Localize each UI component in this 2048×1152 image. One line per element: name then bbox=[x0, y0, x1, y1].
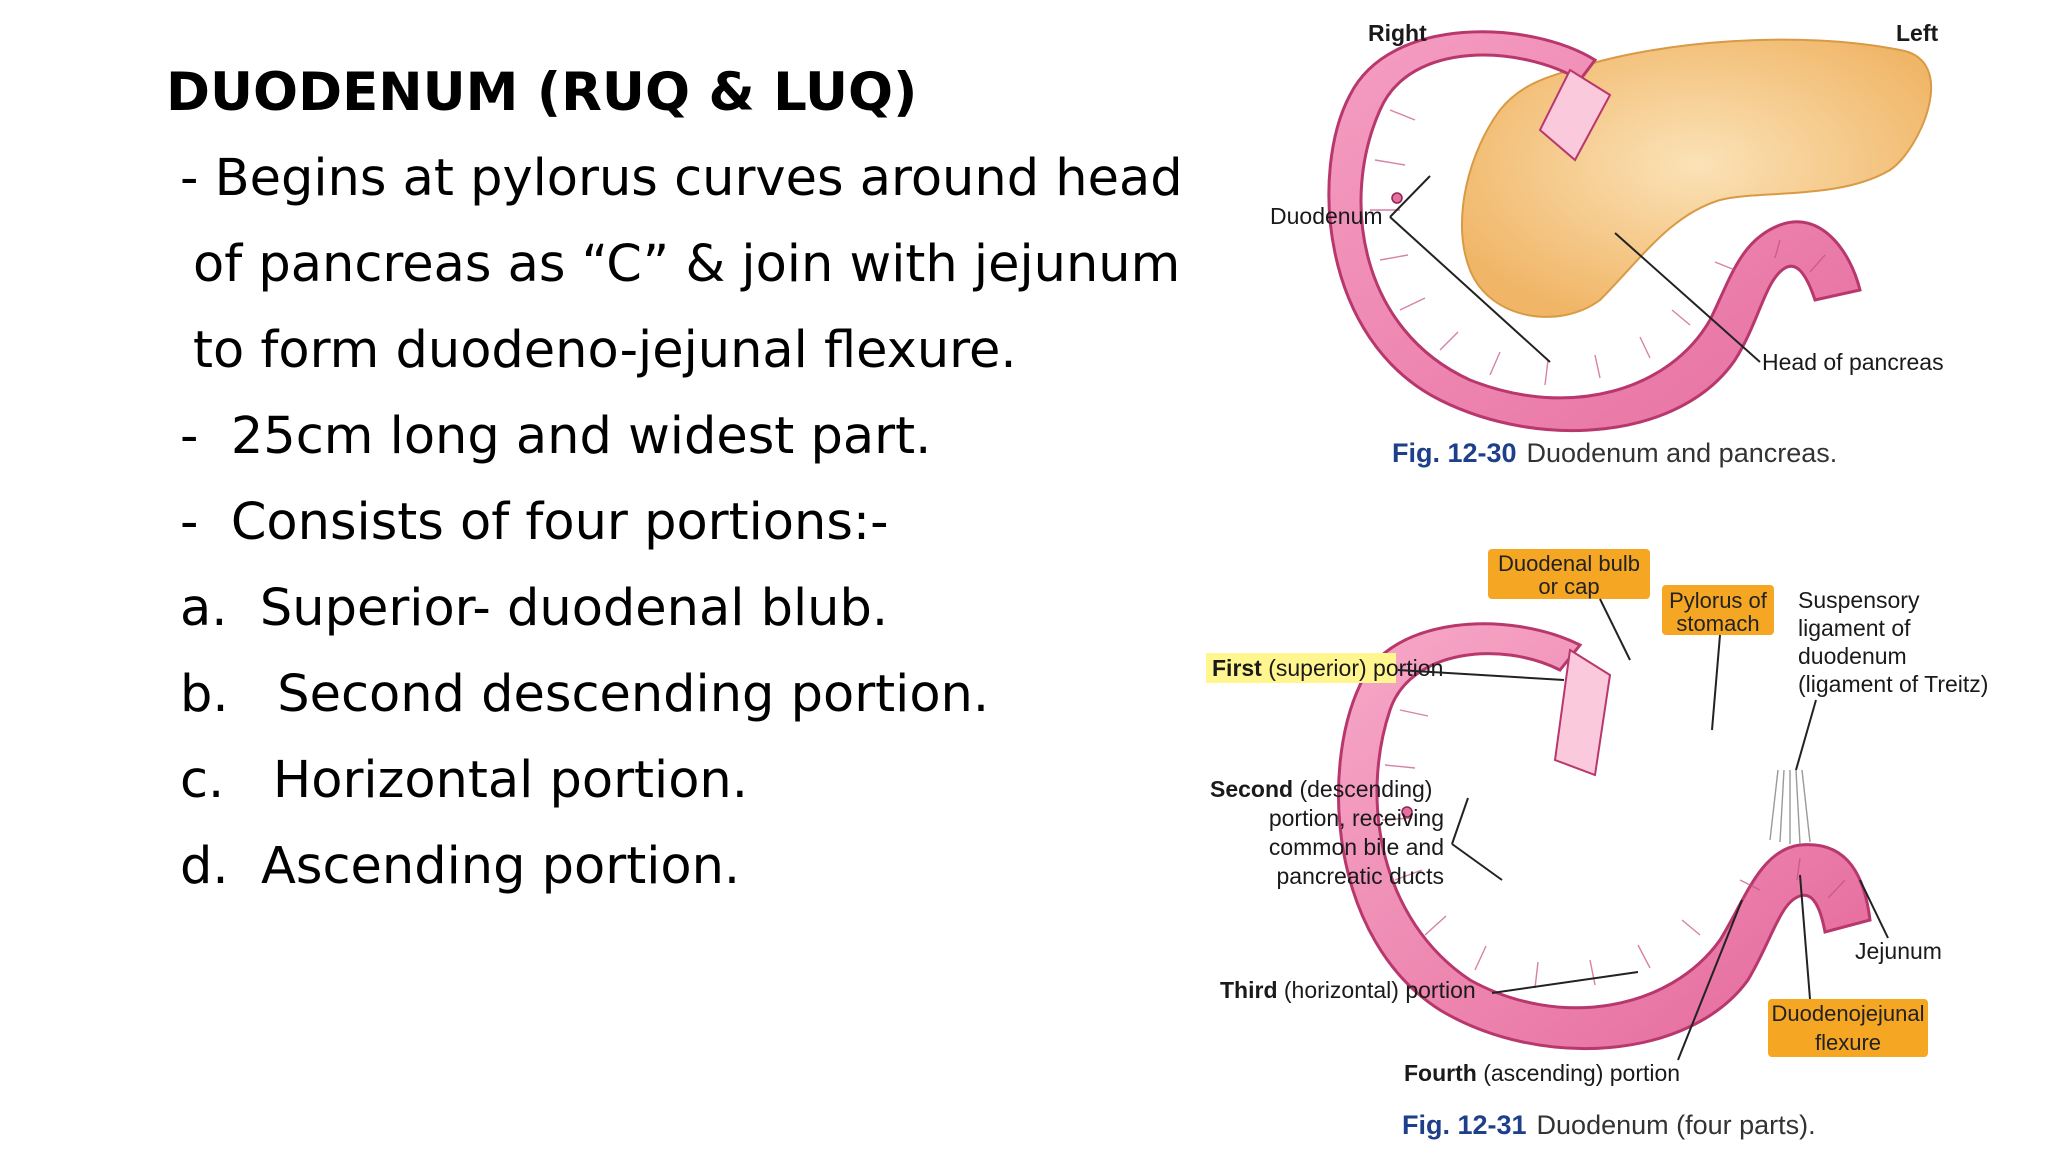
highlight-duodenal-bulb bbox=[1488, 549, 1650, 599]
label-pylorus-line1: Pylorus of bbox=[1669, 588, 1768, 613]
major-papilla bbox=[1391, 192, 1403, 204]
leader-head-pancreas bbox=[1614, 232, 1761, 363]
suspensory-ligament-fibers bbox=[1769, 769, 1811, 845]
leader-suspensory bbox=[1795, 699, 1817, 771]
bullet-line: - Begins at pylorus curves around head bbox=[180, 149, 1183, 208]
highlight-first-portion bbox=[1206, 653, 1396, 683]
highlight-dj-flexure bbox=[1768, 999, 1928, 1057]
figure-2-caption: Fig. 12-31 Duodenum (four parts). bbox=[1402, 1110, 1816, 1141]
bullet-line: - Consists of four portions:- bbox=[180, 493, 889, 552]
figure-duodenum-pancreas: Right Left Duodenum Head of pancreas Fig… bbox=[1240, 0, 2048, 480]
bullet-line: to form duodeno-jejunal flexure. bbox=[193, 321, 1017, 380]
label-second-portion-line1: Second (descending) bbox=[1210, 776, 1432, 802]
bullet-line: d. Ascending portion. bbox=[180, 837, 741, 896]
pancreas-shape bbox=[1460, 38, 1933, 318]
highlight-pylorus bbox=[1662, 585, 1774, 635]
label-suspensory-line4: (ligament of Treitz) bbox=[1798, 671, 1988, 697]
duodenum-pancreas-illustration: Right Left Duodenum Head of pancreas bbox=[1270, 20, 1944, 433]
leader-duodenum bbox=[1389, 175, 1551, 363]
leader-duodenal-bulb bbox=[1599, 598, 1631, 661]
slide-title: DUODENUM (RUQ & LUQ) bbox=[166, 62, 918, 123]
leader-first-portion bbox=[1397, 669, 1565, 681]
leader-jejunum bbox=[1859, 879, 1889, 939]
label-left: Left bbox=[1896, 20, 1939, 46]
label-second-portion-line2: portion, receiving bbox=[1269, 805, 1444, 831]
bullet-line: b. Second descending portion. bbox=[180, 665, 990, 724]
label-suspensory-line3: duodenum bbox=[1798, 643, 1907, 669]
figure-1-caption-text: Duodenum and pancreas. bbox=[1526, 438, 1838, 468]
label-jejunum: Jejunum bbox=[1855, 938, 1942, 964]
label-fourth-portion: Fourth (ascending) portion bbox=[1404, 1060, 1680, 1086]
duodenum-four-parts-illustration: Duodenal bulb or cap Pylorus of stomach … bbox=[1206, 549, 1988, 1086]
label-head-of-pancreas: Head of pancreas bbox=[1762, 349, 1944, 375]
pylorus-stomach-opening bbox=[1553, 648, 1612, 777]
figure-1-number: Fig. 12-30 bbox=[1392, 438, 1517, 468]
mucosal-folds bbox=[1370, 109, 1826, 386]
leader-pylorus bbox=[1711, 634, 1721, 731]
label-dj-flexure-line1: Duodenojejunal bbox=[1772, 1001, 1925, 1026]
major-papilla-2 bbox=[1401, 806, 1413, 818]
label-duodenum: Duodenum bbox=[1270, 203, 1383, 229]
bullet-line: a. Superior- duodenal blub. bbox=[180, 579, 889, 638]
pylorus-opening bbox=[1538, 68, 1612, 162]
figure-duodenum-four-parts: Duodenal bulb or cap Pylorus of stomach … bbox=[1200, 540, 2048, 1152]
label-third-portion: Third (horizontal) portion bbox=[1220, 977, 1476, 1003]
leader-fourth-portion bbox=[1677, 899, 1743, 1061]
figure-1-caption: Fig. 12-30 Duodenum and pancreas. bbox=[1392, 438, 1837, 469]
bullet-line: of pancreas as “C” & join with jejunum bbox=[193, 235, 1181, 294]
bullet-line: - 25cm long and widest part. bbox=[180, 407, 932, 466]
bullet-line: c. Horizontal portion. bbox=[180, 751, 748, 810]
label-second-portion-line4: pancreatic ducts bbox=[1277, 863, 1444, 889]
label-dj-flexure-line2: flexure bbox=[1815, 1030, 1881, 1055]
figure-2-number: Fig. 12-31 bbox=[1402, 1110, 1527, 1140]
leader-second-portion bbox=[1451, 797, 1503, 881]
duodenum-loop-detailed bbox=[1337, 622, 1872, 1050]
leader-dj-flexure bbox=[1799, 874, 1811, 1000]
figure-2-caption-text: Duodenum (four parts). bbox=[1536, 1110, 1816, 1140]
label-right: Right bbox=[1368, 20, 1427, 46]
label-first-portion: First (superior) portion bbox=[1212, 655, 1443, 681]
label-duodenal-bulb-line1: Duodenal bulb bbox=[1498, 551, 1640, 576]
label-second-portion-line3: common bile and bbox=[1269, 834, 1444, 860]
label-duodenal-bulb-line2: or cap bbox=[1538, 574, 1599, 599]
label-suspensory-line2: ligament of bbox=[1798, 615, 1911, 641]
label-suspensory-line1: Suspensory bbox=[1798, 587, 1920, 613]
leader-third-portion bbox=[1491, 971, 1639, 994]
label-pylorus-line2: stomach bbox=[1676, 611, 1759, 636]
mucosal-folds-2 bbox=[1381, 709, 1846, 989]
duodenum-c-loop bbox=[1327, 30, 1862, 433]
